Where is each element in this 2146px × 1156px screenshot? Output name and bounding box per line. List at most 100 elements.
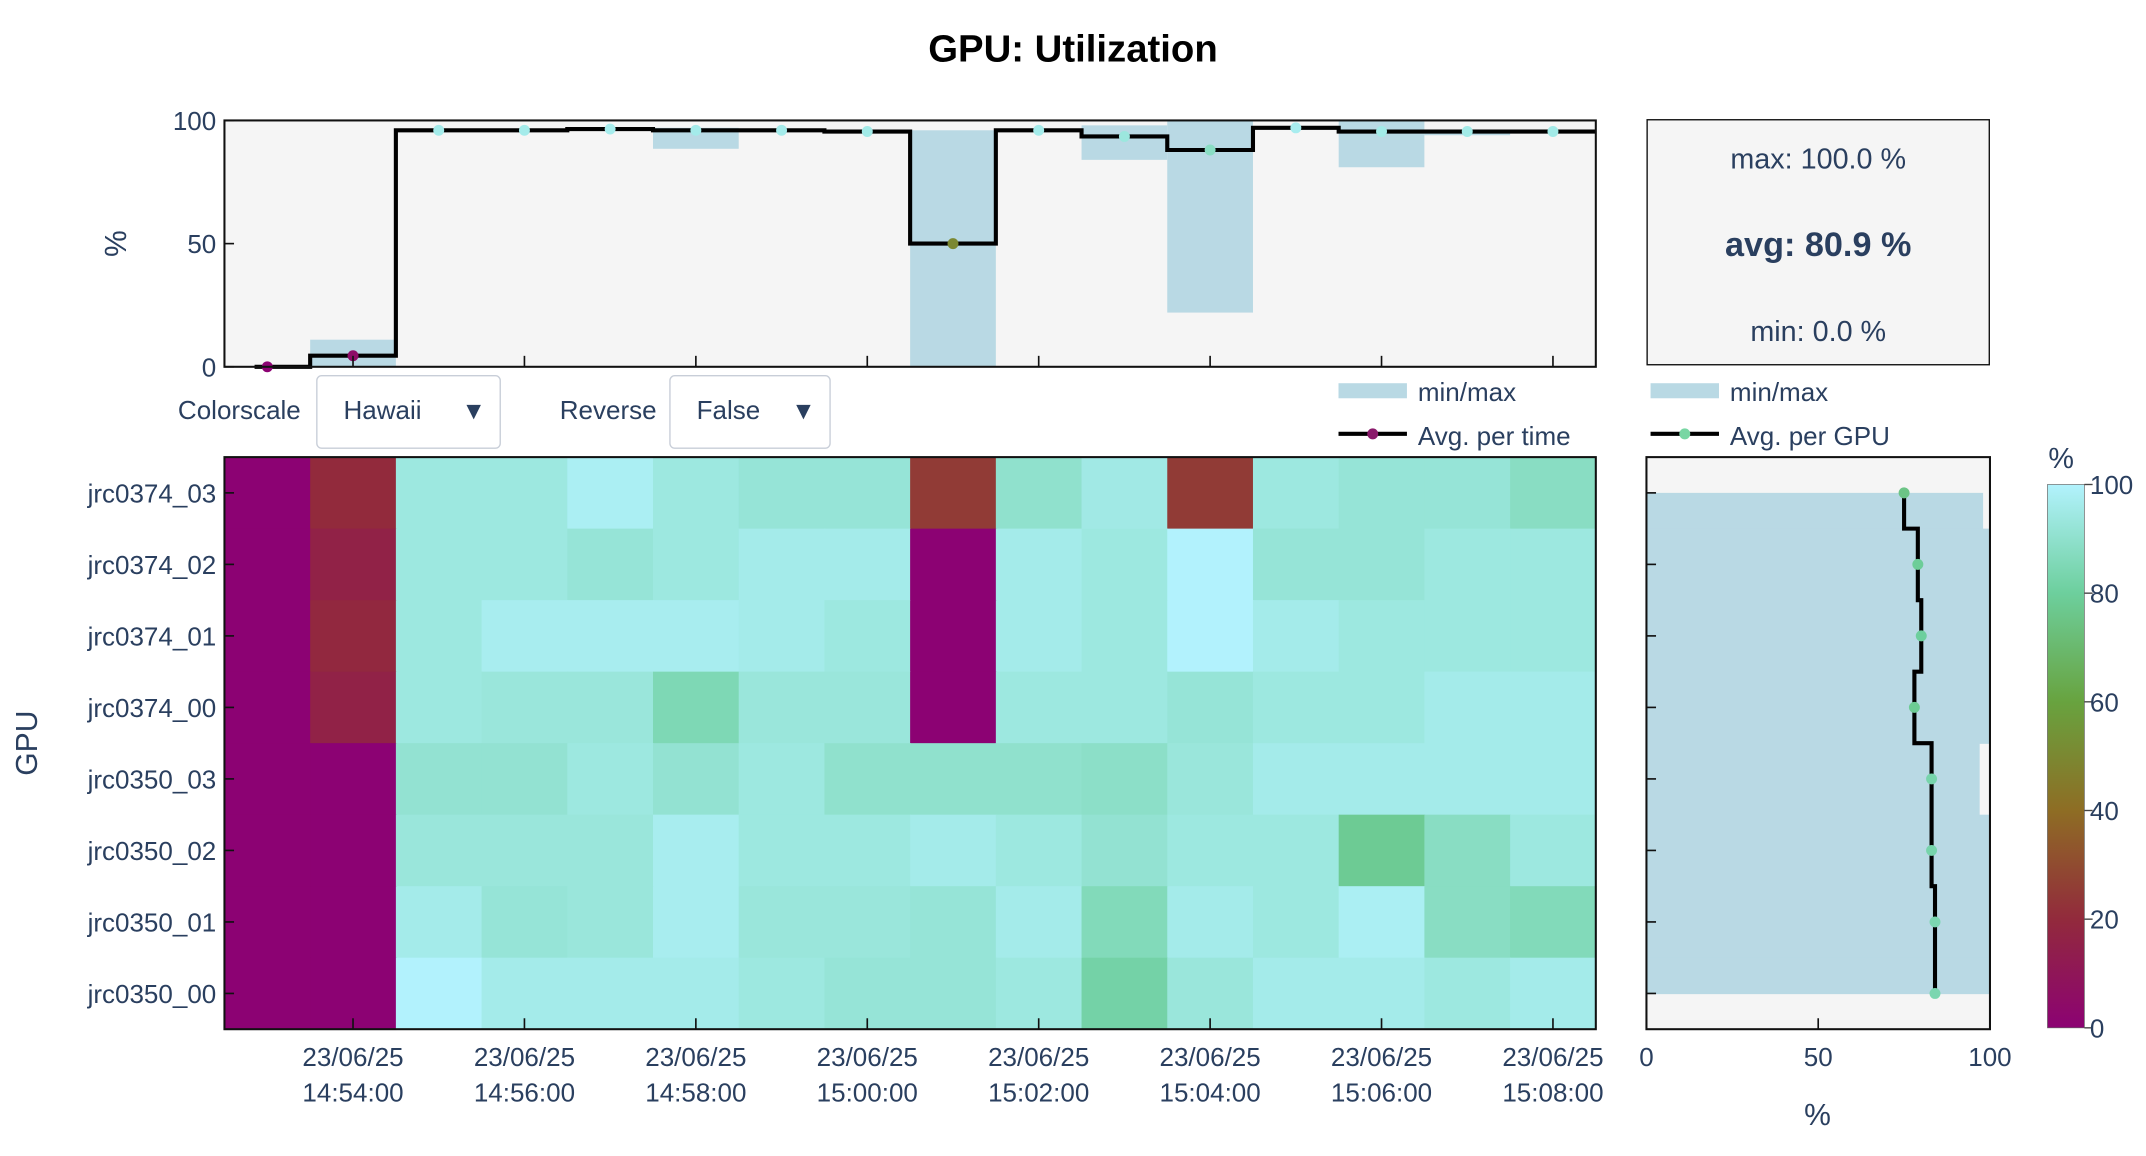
heatmap-cell (1424, 528, 1511, 601)
legend-time-minmax[interactable]: min/max (1418, 377, 1516, 407)
xtick-label: 23/06/25 15:04:00 (1160, 1042, 1261, 1108)
profile-xtick-label: 50 (1804, 1042, 1833, 1072)
heatmap-cell (824, 743, 911, 816)
heatmap-cell (395, 886, 483, 959)
heatmap-cell (310, 814, 397, 888)
heatmap-cell (1167, 528, 1254, 601)
heatmap-cell (481, 528, 569, 601)
minmax-band-gpu (1646, 671, 1990, 744)
heatmap-cell (910, 814, 997, 888)
heatmap-cell (481, 457, 569, 530)
heatmap-cell (995, 600, 1083, 673)
heatmap-cell (1167, 814, 1254, 888)
xtick-label-line: 14:56:00 (474, 1078, 575, 1108)
minmax-band-gpu (1646, 600, 1990, 673)
avg-per-time-point (604, 123, 616, 135)
profile-xtick-label: 0 (1639, 1042, 1653, 1072)
heatmap-cell (1252, 743, 1340, 816)
minmax-band-gpu (1646, 492, 1984, 530)
xtick-label-line: 15:00:00 (817, 1078, 918, 1108)
avg-per-gpu-point (1926, 773, 1938, 785)
heatmap-cell (1081, 671, 1169, 744)
heatmap-cell (910, 457, 997, 530)
heatmap-cell (653, 671, 740, 744)
avg-per-time-point (1461, 126, 1473, 137)
xtick-label-line: 15:04:00 (1160, 1078, 1261, 1108)
heatmap-cell (1338, 528, 1426, 601)
heatmap-cell (1167, 671, 1254, 744)
heatmap-cell (824, 814, 911, 888)
xtick-label-line: 23/06/25 (1502, 1042, 1603, 1072)
heatmap-cell (995, 457, 1083, 530)
heatmap-cell (738, 457, 826, 530)
heatmap-cell (738, 743, 826, 816)
heatmap-cell (567, 457, 654, 530)
minmax-band-time (1081, 125, 1168, 160)
heatmap-cell (567, 886, 654, 959)
heatmap-cell (1252, 671, 1340, 744)
heatmap-cell (824, 528, 911, 601)
heatmap-cell (224, 814, 311, 888)
heatmap-cell (1338, 814, 1426, 888)
heatmap-cell (1081, 457, 1169, 530)
legend-gpu-avg-marker (1679, 428, 1691, 440)
heatmap-cell (1338, 743, 1426, 816)
heatmap-cell (738, 886, 826, 959)
heatmap-cell (1424, 957, 1511, 1031)
heatmap-cell (567, 671, 654, 744)
heatmap-cell (1252, 457, 1340, 530)
heatmap-cell (1252, 957, 1340, 1031)
heatmap-cell (224, 528, 311, 601)
heatmap-cell (738, 814, 826, 888)
xtick-label-line: 14:54:00 (302, 1078, 403, 1108)
avg-per-time-point (1547, 126, 1559, 137)
heatmap-cell (481, 957, 569, 1031)
xtick-label-line: 15:02:00 (988, 1078, 1089, 1108)
heatmap-cell (995, 886, 1083, 959)
colorbar-title: % (2048, 443, 2074, 475)
minmax-band-gpu (1646, 528, 1990, 601)
heatmap-cell (653, 528, 740, 601)
avg-per-time-point (1033, 124, 1045, 136)
heatmap-cell (310, 743, 397, 816)
xtick-label-line: 23/06/25 (1160, 1042, 1261, 1072)
heatmap-cell (1081, 743, 1169, 816)
heatmap-cell (824, 457, 911, 530)
heatmap-cell (567, 814, 654, 888)
heatmap-cell (1510, 600, 1597, 673)
heatmap-cell (653, 600, 740, 673)
heatmap-cell (995, 957, 1083, 1031)
legend-gpu-minmax[interactable]: min/max (1730, 377, 1828, 407)
avg-per-time-point (433, 124, 445, 136)
heatmap-cell (653, 743, 740, 816)
heatmap-cell (824, 671, 911, 744)
colorscale-dropdown[interactable]: Hawaii ▼ (316, 375, 501, 449)
heatmap-cell (1510, 957, 1597, 1031)
chart-title: GPU: Utilization (928, 27, 1218, 70)
legend-time-minmax-swatch (1338, 383, 1407, 399)
heatmap-cell (1252, 528, 1340, 601)
avg-per-time-point (1290, 122, 1302, 134)
avg-per-time-point (518, 124, 530, 136)
heatmap-cell (224, 671, 311, 744)
avg-per-time-point (1376, 126, 1388, 137)
heatmap-cell (910, 600, 997, 673)
xtick-label-line: 23/06/25 (474, 1042, 575, 1072)
heatmap-cell (1167, 743, 1254, 816)
xtick-label-line: 15:08:00 (1502, 1078, 1603, 1108)
heatmap-cell (481, 814, 569, 888)
legend-gpu-avg[interactable]: Avg. per GPU (1730, 421, 1890, 451)
colorbar-tick-label: 80 (2090, 579, 2119, 609)
heatmap-cell (910, 886, 997, 959)
heatmap-cell (395, 457, 483, 530)
stat-max: max: 100.0 % (1730, 143, 1907, 176)
reverse-dropdown[interactable]: False ▼ (669, 375, 831, 449)
heatmap-cell (1081, 957, 1169, 1031)
legend-time-avg[interactable]: Avg. per time (1418, 421, 1571, 451)
colorbar-tick-label: 0 (2090, 1013, 2104, 1043)
